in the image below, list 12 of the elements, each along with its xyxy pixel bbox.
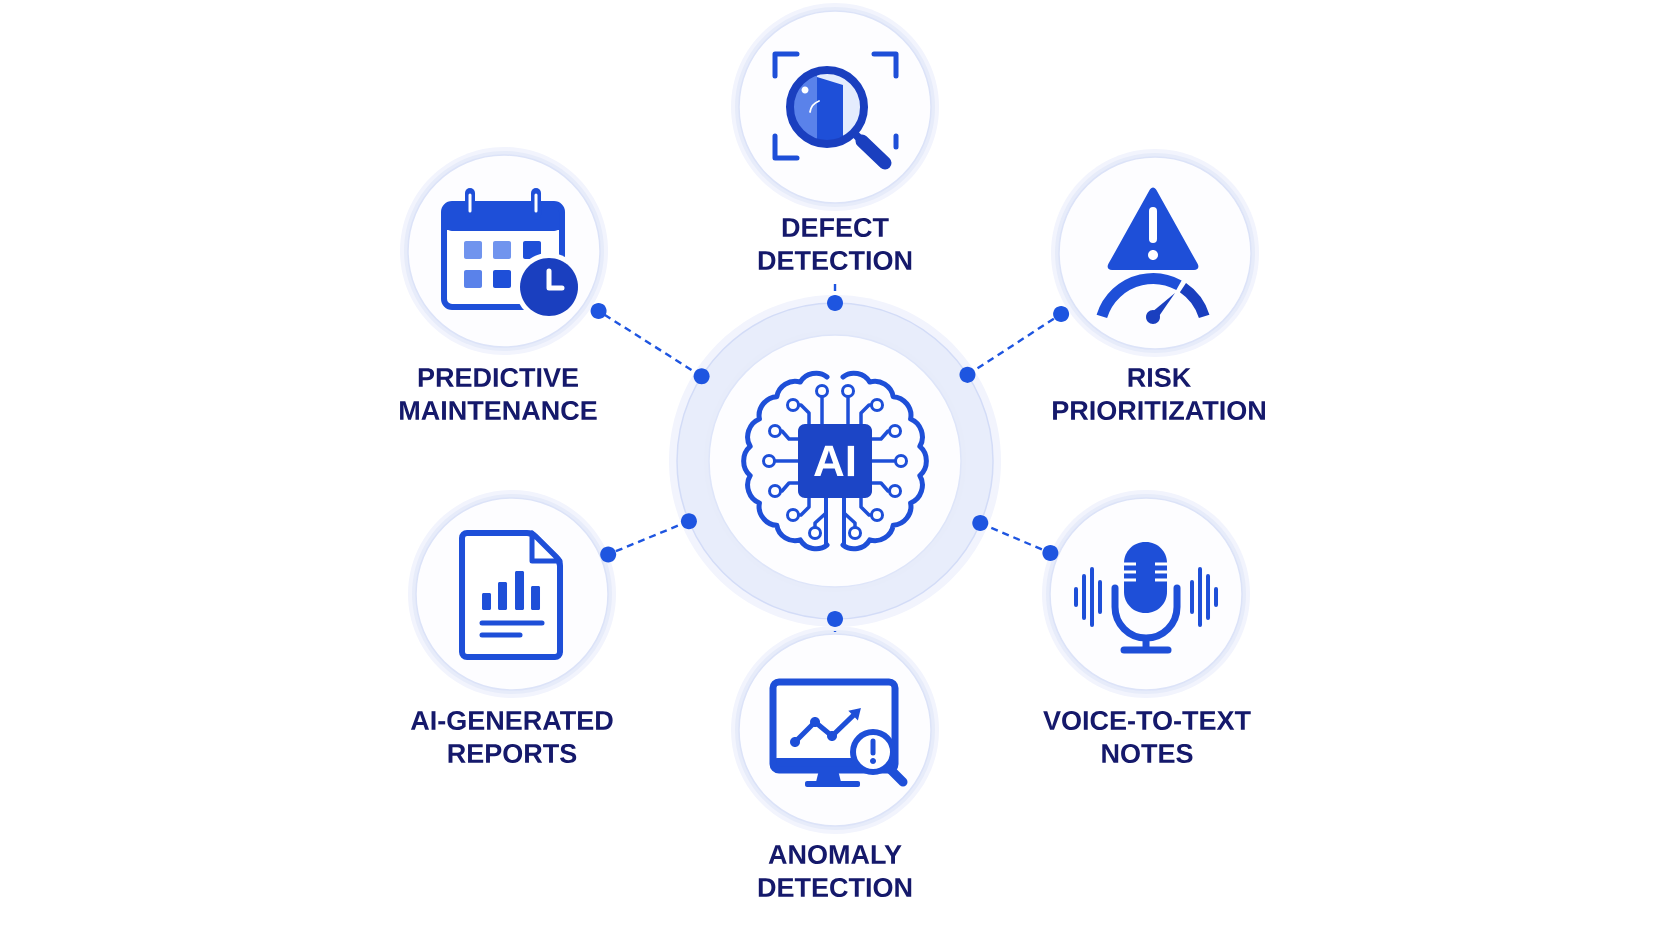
- feature-title: AI-GENERATED REPORTS: [410, 710, 613, 764]
- connector-line: [959, 306, 1070, 383]
- connector-line: [972, 515, 1059, 562]
- connector-line: [600, 513, 697, 563]
- feature-title: PREDICTIVE MAINTENANCE: [400, 367, 597, 421]
- feature-title: DEFECT DETECTION: [758, 217, 912, 271]
- feature-title: ANOMALY DETECTION: [758, 844, 912, 898]
- connector-line: [827, 283, 843, 311]
- feature-title: VOICE-TO-TEXT NOTES: [1043, 710, 1251, 764]
- connector-line: [827, 611, 843, 632]
- connector-line: [590, 303, 710, 385]
- feature-title: RISK PRIORITIZATION: [1053, 367, 1265, 421]
